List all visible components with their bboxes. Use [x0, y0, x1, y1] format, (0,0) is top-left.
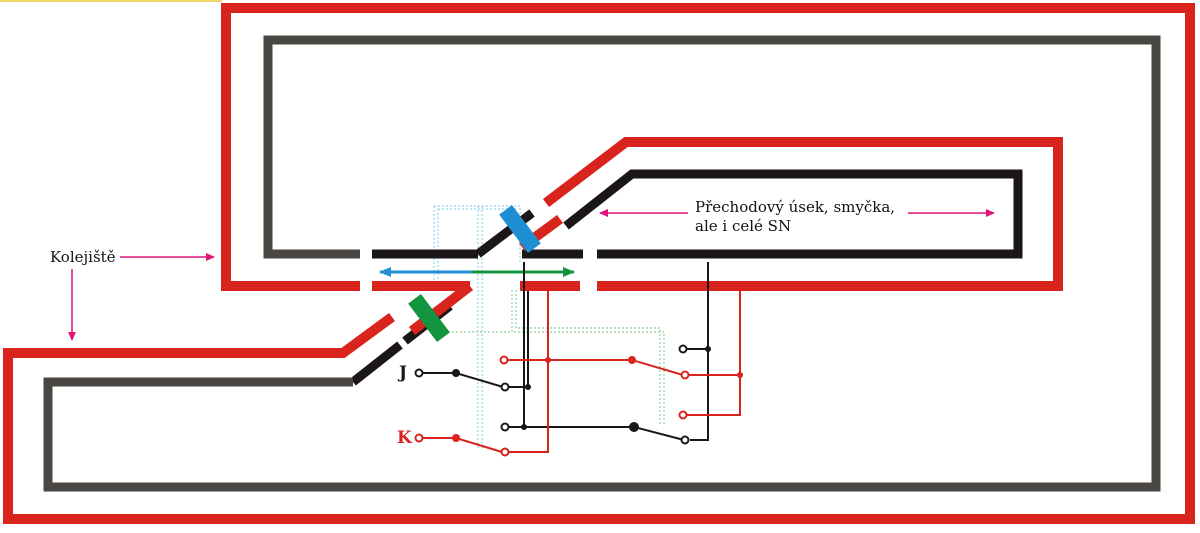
section-label-line1: Přechodový úsek, smyčka,	[695, 198, 896, 216]
blue-insulated-joint	[499, 205, 541, 253]
black-rail-loop	[563, 169, 1023, 259]
black-contacts	[414, 344, 690, 445]
grey-rail-outer	[43, 35, 1161, 492]
section-label-line2: ale i celé SN	[695, 217, 792, 235]
red-wiring-dots	[452, 356, 743, 442]
red-rail-outer	[3, 3, 1195, 524]
terminal-k: K	[397, 428, 412, 448]
green-insulated-joint	[408, 294, 450, 342]
red-contacts	[414, 355, 690, 457]
black-wiring-dots	[452, 346, 711, 432]
black-rail-diagonal-lower	[350, 341, 403, 386]
layout-label: Kolejiště	[50, 248, 116, 266]
annotation-arrows	[68, 209, 995, 341]
red-rail-group	[3, 3, 1195, 524]
red-rail-loop	[542, 137, 1063, 291]
dotted-green-wiring	[440, 290, 665, 426]
red-rail-diagonal-lower	[408, 282, 474, 335]
dotted-blue-wiring	[433, 205, 521, 450]
terminal-j: J	[399, 363, 408, 383]
grey-rail-group	[43, 35, 1161, 492]
